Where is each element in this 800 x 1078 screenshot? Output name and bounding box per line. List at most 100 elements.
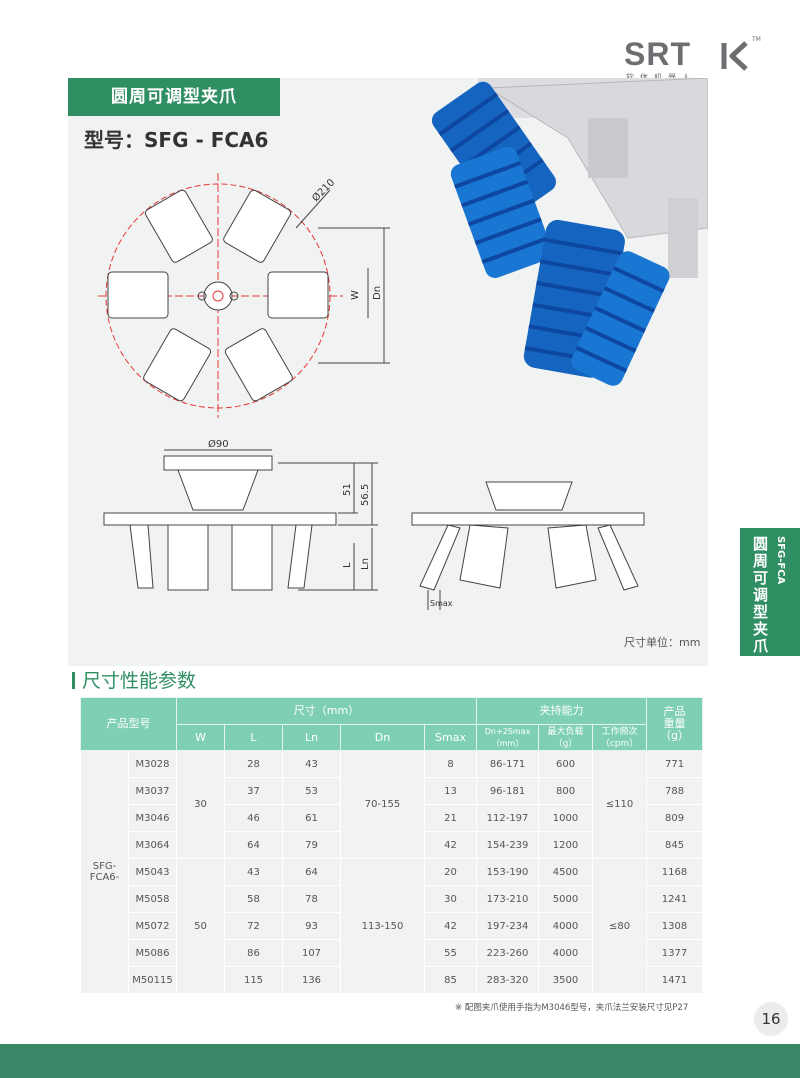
col-weight-line2: 重量 bbox=[663, 717, 686, 730]
cell-weight: 1377 bbox=[646, 939, 704, 967]
series-line1: SFG- bbox=[92, 861, 117, 872]
cell-smax: 13 bbox=[423, 777, 478, 805]
top-dn-label: Dn bbox=[372, 286, 383, 300]
brand-logo: SRT TM 软体机器人 bbox=[624, 36, 764, 88]
figure-panel: Ø210 W Dn Ø90 51 56. bbox=[68, 77, 709, 666]
cell-load: 4000 bbox=[538, 912, 594, 940]
cell-freq-group: ≤80 bbox=[592, 858, 648, 994]
side-h2-label: 56.5 bbox=[360, 484, 371, 506]
side-tab-code: SFG-FCA bbox=[775, 536, 786, 585]
cell-ln: 136 bbox=[282, 966, 341, 994]
cell-load: 1200 bbox=[538, 831, 594, 859]
col-range-line1: Dn+2Smax bbox=[484, 726, 531, 736]
col-load: 最大负载 （g） bbox=[538, 724, 594, 751]
cell-ln: 93 bbox=[282, 912, 341, 940]
cell-l: 86 bbox=[224, 939, 283, 967]
technical-drawing: Ø210 W Dn Ø90 51 56. bbox=[98, 77, 709, 610]
side-ln-label: Ln bbox=[360, 558, 371, 570]
cell-model: M3037 bbox=[128, 777, 177, 805]
cell-smax: 30 bbox=[423, 885, 478, 913]
col-l: L bbox=[224, 724, 283, 751]
cell-smax: 20 bbox=[423, 858, 478, 886]
cell-ln: 107 bbox=[282, 939, 341, 967]
footnote: ※ 配图夹爪使用手指为M3046型号，夹爪法兰安装尺寸见P27 bbox=[455, 1003, 689, 1013]
trademark: TM bbox=[752, 36, 761, 43]
cell-freq-group: ≤110 bbox=[592, 750, 648, 859]
side-l-label: L bbox=[342, 562, 353, 568]
col-dn: Dn bbox=[340, 724, 425, 751]
cell-smax: 21 bbox=[423, 804, 478, 832]
col-range: Dn+2Smax （mm） bbox=[476, 724, 540, 751]
cell-model: M5086 bbox=[128, 939, 177, 967]
cell-model: M50115 bbox=[128, 966, 177, 994]
cell-smax: 42 bbox=[423, 912, 478, 940]
cell-ln: 79 bbox=[282, 831, 341, 859]
cell-model: M5072 bbox=[128, 912, 177, 940]
side-diameter-label: Ø90 bbox=[208, 438, 229, 450]
series-line2: FCA6- bbox=[89, 872, 120, 883]
section-title: 尺寸性能参数 bbox=[72, 666, 196, 693]
col-weight: 产品 重量 （g） bbox=[646, 697, 704, 751]
table-row: M3037 37 53 13 96-181 800 788 bbox=[81, 777, 704, 805]
open-smax-label: Smax bbox=[430, 599, 453, 608]
product-photo bbox=[431, 77, 709, 386]
cell-ln: 53 bbox=[282, 777, 341, 805]
cell-model: M3028 bbox=[128, 750, 177, 778]
side-tab-name: 圆周可调型夹爪 bbox=[751, 536, 769, 655]
col-ln: Ln bbox=[282, 724, 341, 751]
side-tab[interactable]: SFG-FCA 圆周可调型夹爪 bbox=[740, 528, 800, 656]
side-view-drawing: Ø90 51 56.5 L Ln bbox=[103, 438, 378, 591]
cell-weight: 788 bbox=[646, 777, 704, 805]
table-header-row-1: 产品型号 尺寸（mm） 夹持能力 产品 重量 （g） bbox=[80, 697, 704, 751]
cell-load: 5000 bbox=[538, 885, 594, 913]
cell-l: 58 bbox=[224, 885, 283, 913]
cell-l: 43 bbox=[224, 858, 283, 886]
cell-weight: 771 bbox=[646, 750, 704, 778]
section-bar bbox=[72, 672, 75, 689]
table-row: M5058 58 78 30 173-210 5000 1241 bbox=[81, 885, 704, 913]
col-w: W bbox=[176, 724, 225, 751]
col-freq-line1: 工作频次 bbox=[601, 726, 638, 737]
table-row: M5072 72 93 42 197-234 4000 1308 bbox=[81, 912, 704, 940]
col-clamp-group: 夹持能力 bbox=[476, 697, 648, 725]
col-load-line2: （g） bbox=[553, 738, 578, 749]
cell-smax: 8 bbox=[423, 750, 478, 778]
cell-range: 223-260 bbox=[476, 939, 540, 967]
cell-smax: 55 bbox=[423, 939, 478, 967]
col-weight-line3: （g） bbox=[660, 729, 690, 742]
cell-load: 600 bbox=[538, 750, 594, 778]
cell-load: 4000 bbox=[538, 939, 594, 967]
cell-smax: 85 bbox=[423, 966, 478, 994]
cell-range: 154-239 bbox=[476, 831, 540, 859]
logo-subtitle: 软体机器人 bbox=[626, 72, 696, 83]
cell-l: 37 bbox=[224, 777, 283, 805]
table-row: M50115 115 136 85 283-320 3500 1471 bbox=[81, 966, 704, 994]
product-title: 圆周可调型夹爪 bbox=[68, 78, 280, 116]
cell-range: 86-171 bbox=[476, 750, 540, 778]
cell-dn-group: 70-155 bbox=[340, 750, 425, 859]
col-model: 产品型号 bbox=[80, 697, 177, 751]
footer-band bbox=[0, 1044, 800, 1078]
open-view-drawing: Smax bbox=[411, 481, 645, 610]
side-h1-label: 51 bbox=[342, 483, 353, 496]
cell-weight: 845 bbox=[646, 831, 704, 859]
cell-load: 3500 bbox=[538, 966, 594, 994]
col-range-line2: （mm） bbox=[491, 738, 524, 748]
cell-load: 4500 bbox=[538, 858, 594, 886]
cell-range: 197-234 bbox=[476, 912, 540, 940]
col-freq: 工作频次 （cpm） bbox=[592, 724, 648, 751]
cell-range: 153-190 bbox=[476, 858, 540, 886]
cell-w-group: 30 bbox=[176, 750, 225, 859]
col-smax: Smax bbox=[423, 724, 478, 751]
cell-weight: 1241 bbox=[646, 885, 704, 913]
cell-model: M5058 bbox=[128, 885, 177, 913]
page-number: 16 bbox=[754, 1002, 788, 1036]
cell-range: 283-320 bbox=[476, 966, 540, 994]
top-view-drawing: Ø210 W Dn bbox=[98, 173, 390, 418]
cell-smax: 42 bbox=[423, 831, 478, 859]
table-row: M5043 50 43 64 113-150 20 153-190 4500 ≤… bbox=[81, 858, 704, 994]
table-row: M3046 46 61 21 112-197 1000 809 bbox=[81, 804, 704, 832]
top-w-label: W bbox=[350, 290, 361, 300]
col-weight-line1: 产品 bbox=[663, 705, 686, 718]
cell-range: 96-181 bbox=[476, 777, 540, 805]
